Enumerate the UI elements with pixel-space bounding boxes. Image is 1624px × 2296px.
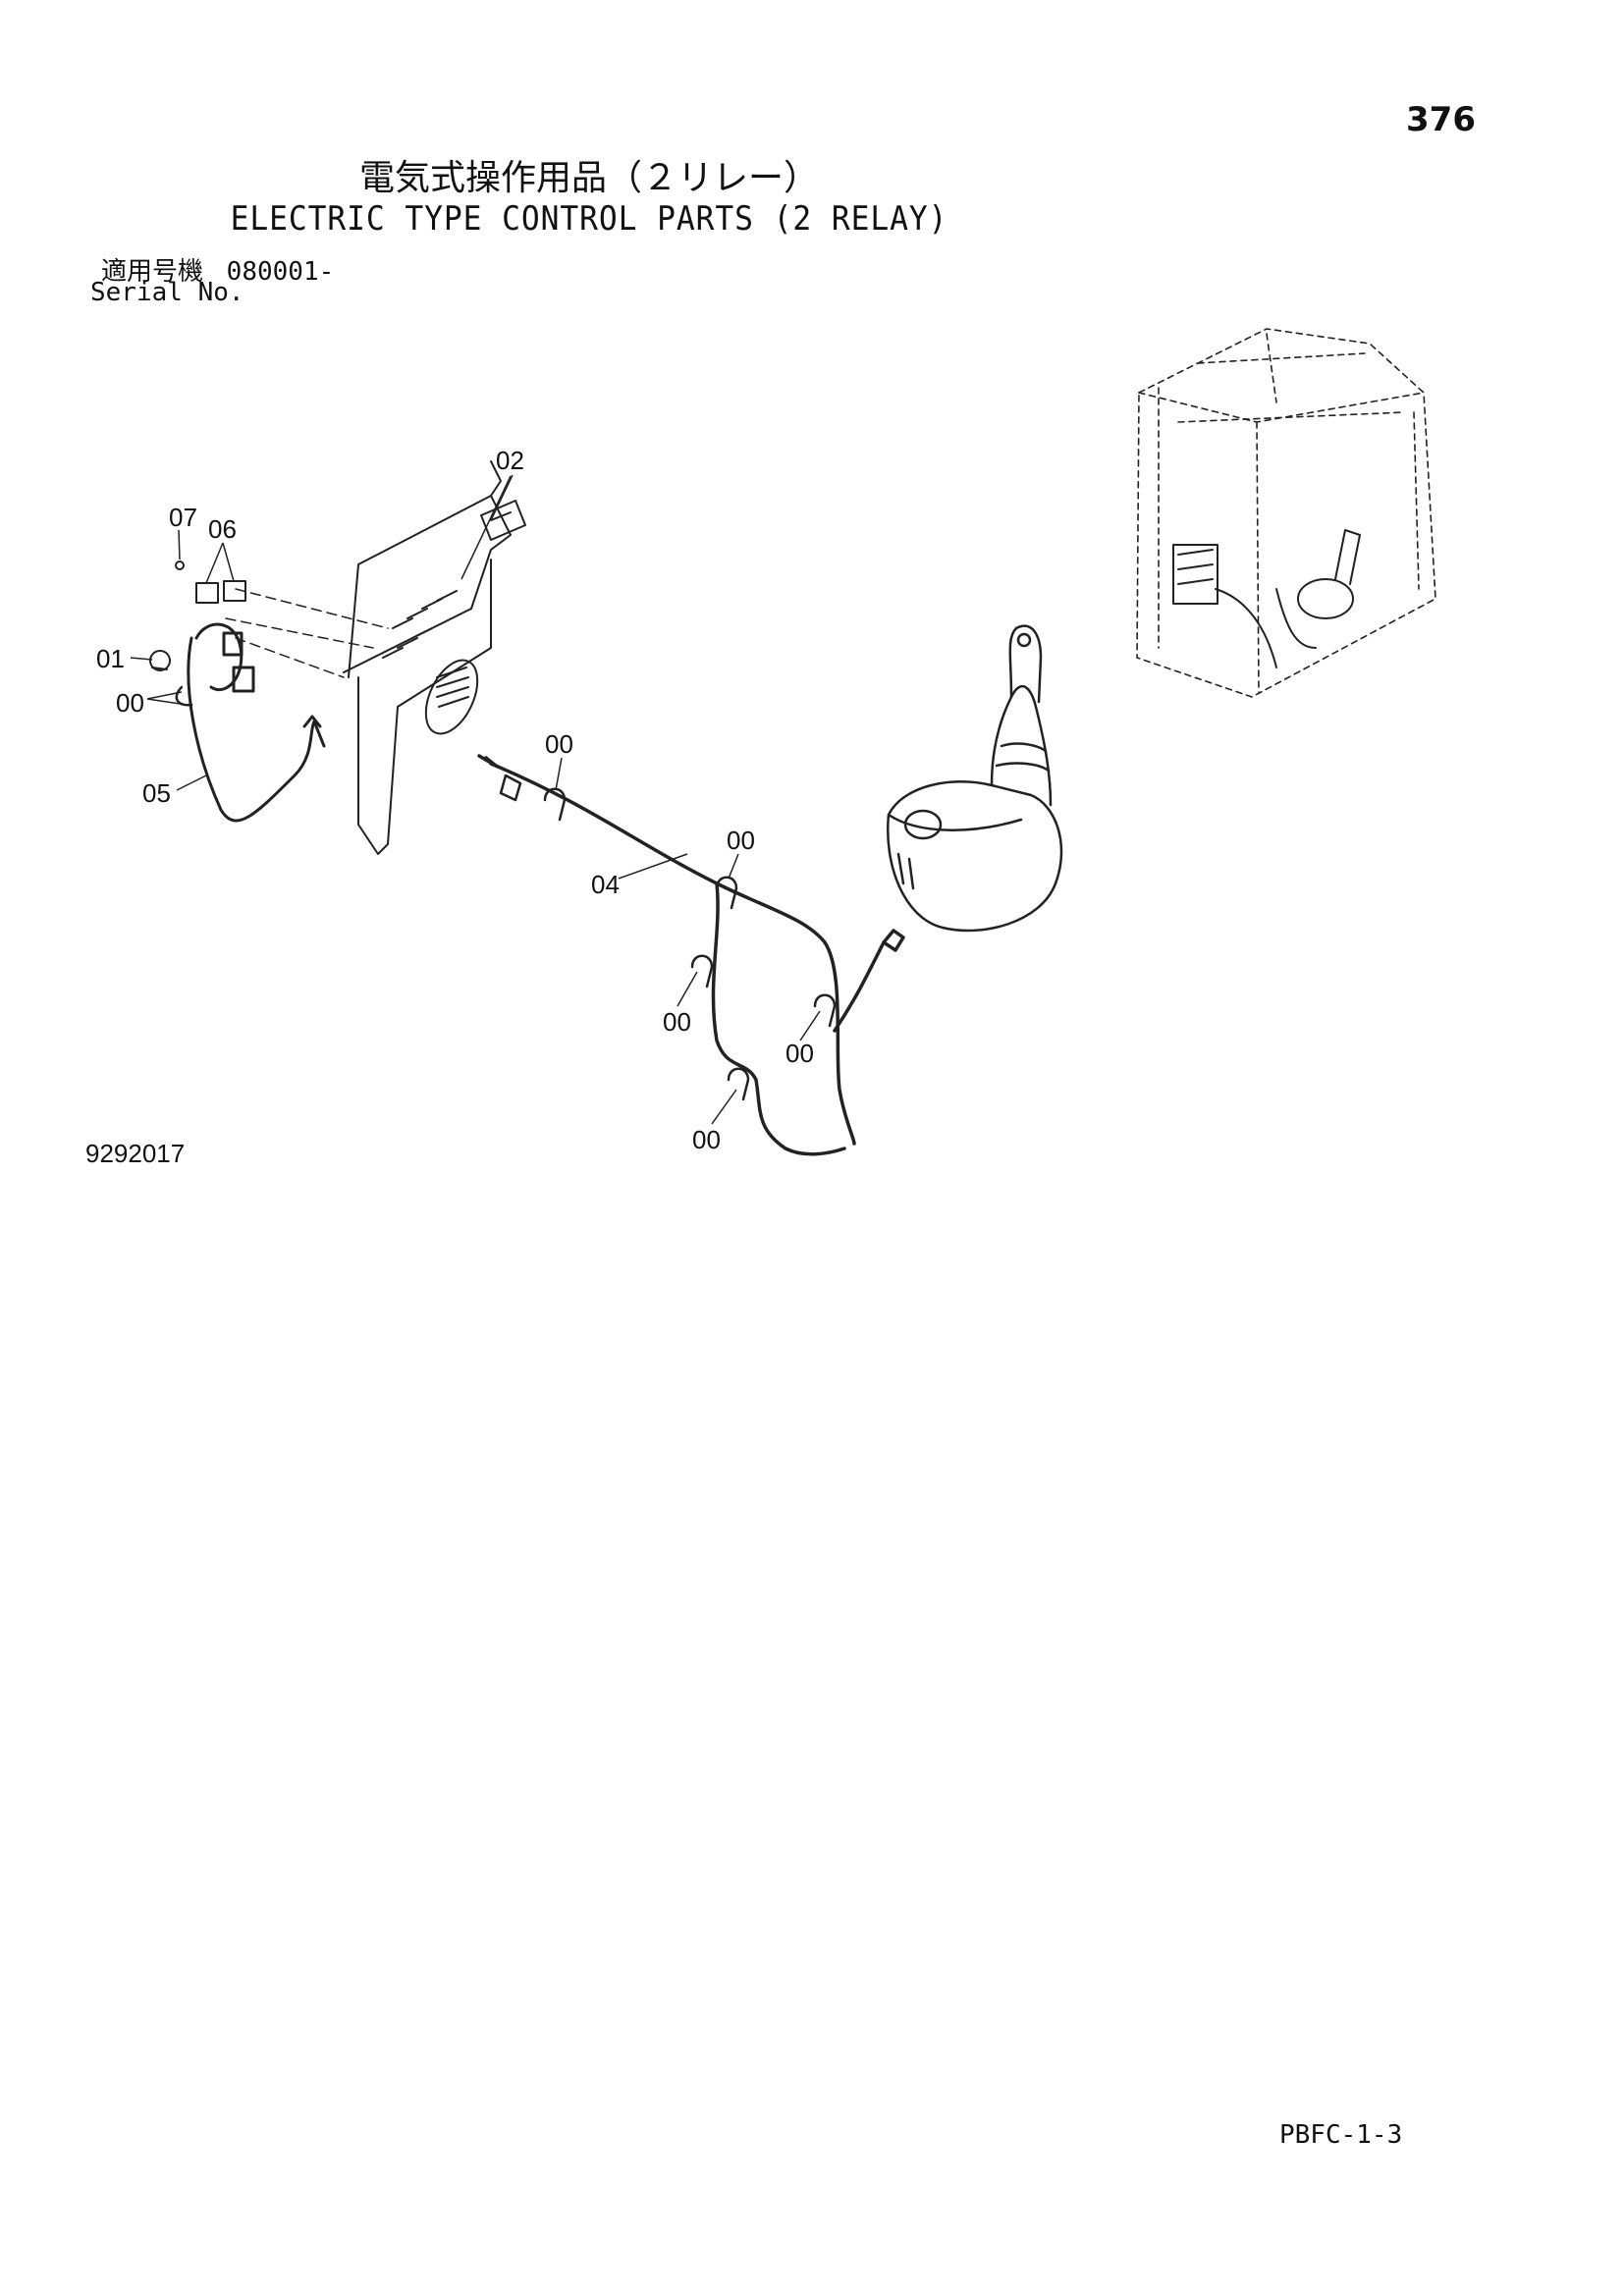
relay-part-06: [195, 580, 246, 604]
serial-label-japanese: 適用号機: [101, 257, 204, 287]
harness-part-04: [477, 754, 905, 1156]
serial-number-value: 080001-: [226, 257, 335, 287]
callout-00-lower-left: 00: [663, 1007, 691, 1037]
callout-00-lower-right: 00: [785, 1039, 814, 1068]
callout-00-upper: 00: [545, 729, 573, 759]
callout-04: 04: [591, 870, 620, 899]
callout-labels: 02 07 06 01 00 05 00 00 04 00 00 00: [96, 446, 814, 1154]
callout-05: 05: [142, 778, 171, 808]
cab-inset-drawing: [1136, 328, 1436, 698]
catalog-code: PBFC-1-3: [1279, 2120, 1403, 2150]
control-lever-assembly: [887, 624, 1063, 933]
harness-part-05: [187, 622, 326, 823]
callout-06: 06: [208, 514, 237, 544]
serial-number-row: 適用号機 080001-: [101, 251, 334, 288]
assembly-leader-lines: [225, 588, 389, 678]
bracket-panel: [343, 460, 512, 855]
screw-part-07: [175, 561, 185, 570]
serial-label-english: Serial No.: [90, 278, 244, 307]
callout-07: 07: [169, 503, 197, 532]
clamp-part-00: [175, 685, 837, 1101]
callout-02: 02: [496, 446, 524, 475]
cab-inset-components: [1172, 529, 1361, 668]
page-number: 376: [1406, 100, 1476, 139]
callout-00-mid: 00: [727, 826, 755, 855]
callout-leader-lines: [130, 474, 821, 1125]
page-title-english: ELECTRIC TYPE CONTROL PARTS (2 RELAY): [230, 199, 948, 239]
clip-part-01: [149, 650, 171, 671]
relay-part-02: [480, 500, 526, 541]
page-title-japanese: 電気式操作用品（２リレー）: [358, 158, 819, 198]
callout-01: 01: [96, 644, 125, 673]
drawing-id: 9292017: [85, 1139, 186, 1168]
callout-00-bottom: 00: [692, 1125, 721, 1154]
callout-00-left: 00: [116, 688, 144, 718]
